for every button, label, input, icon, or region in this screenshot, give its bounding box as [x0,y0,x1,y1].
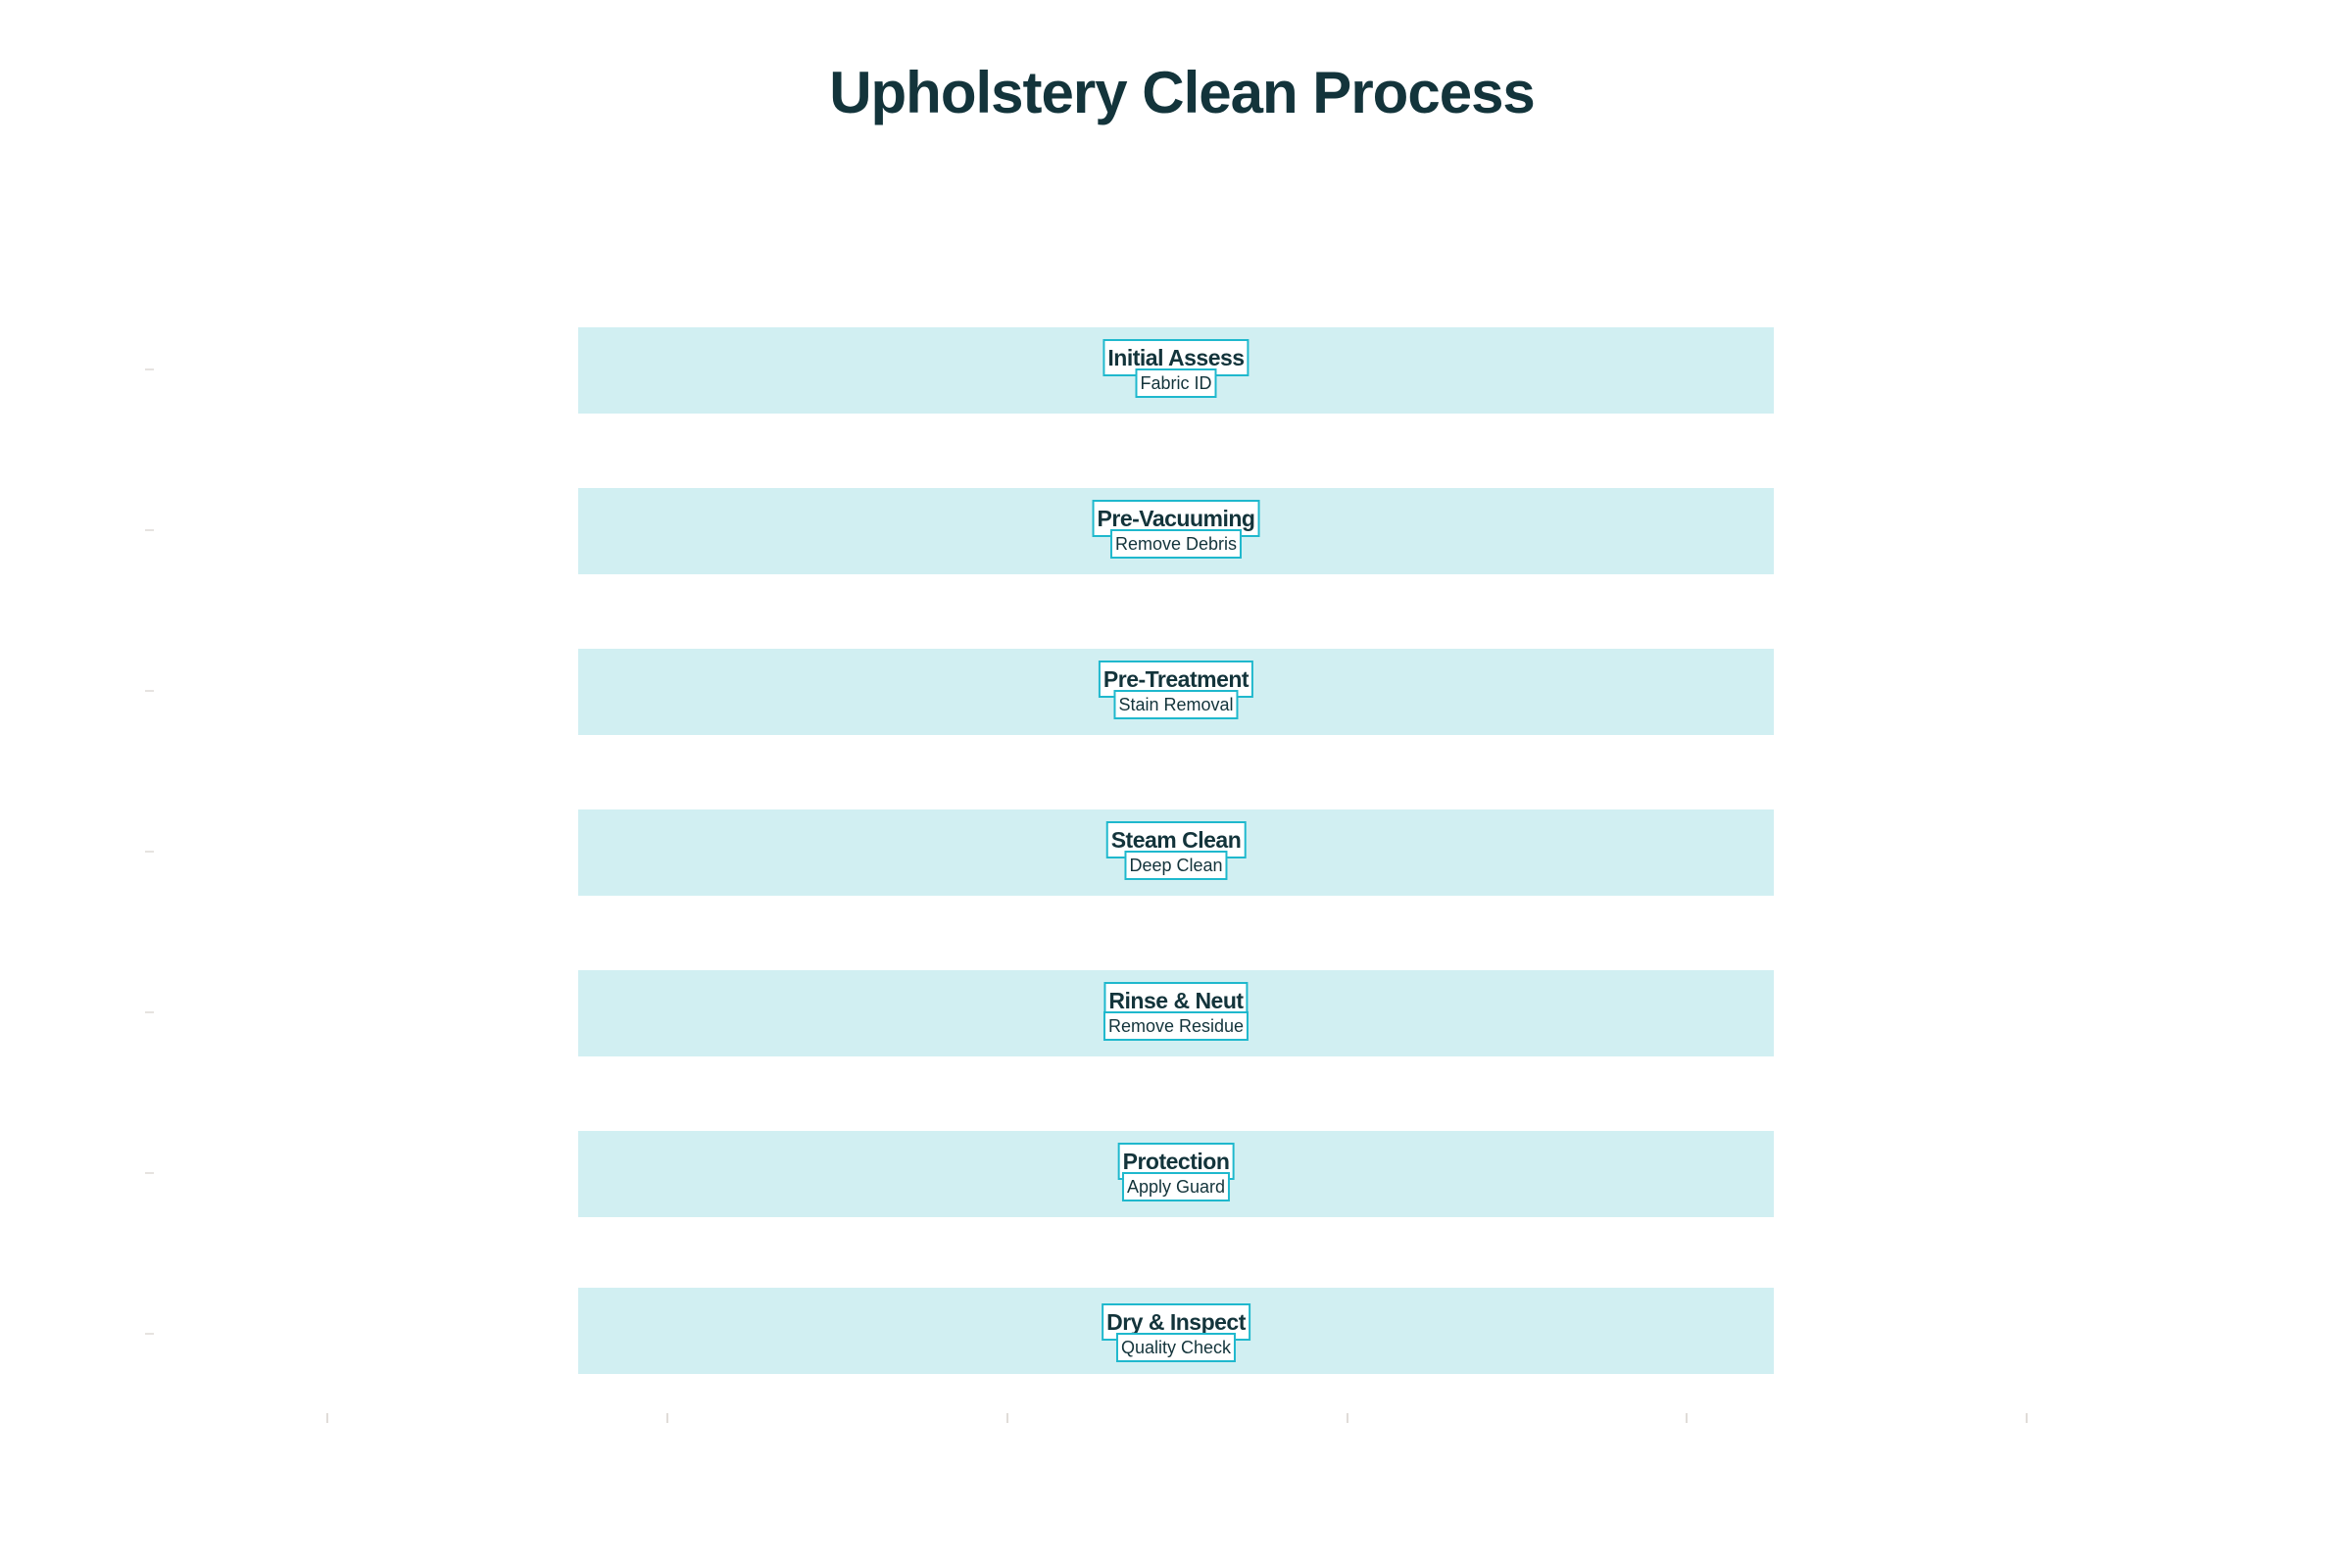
step-detail-label: Fabric ID [1135,368,1217,398]
x-tick [1347,1413,1348,1423]
step-detail-label: Remove Residue [1102,1011,1250,1041]
step-detail-label: Apply Guard [1121,1172,1231,1201]
x-tick [326,1413,328,1423]
step-detail-label: Deep Clean [1124,851,1228,880]
y-tick [145,1172,154,1174]
step-detail-label: Quality Check [1115,1333,1237,1362]
y-tick [145,368,154,370]
step-detail-label: Remove Debris [1109,529,1243,559]
x-tick [2026,1413,2028,1423]
step-name-label: Initial Assess [1102,339,1250,376]
y-tick [145,690,154,692]
step-detail-label: Stain Removal [1113,690,1239,719]
chart-title: Upholstery Clean Process [829,60,1536,125]
y-tick [145,1333,154,1335]
y-tick [145,529,154,531]
x-tick [666,1413,668,1423]
x-tick [1686,1413,1688,1423]
x-tick [1006,1413,1008,1423]
y-tick [145,851,154,853]
y-tick [145,1011,154,1013]
